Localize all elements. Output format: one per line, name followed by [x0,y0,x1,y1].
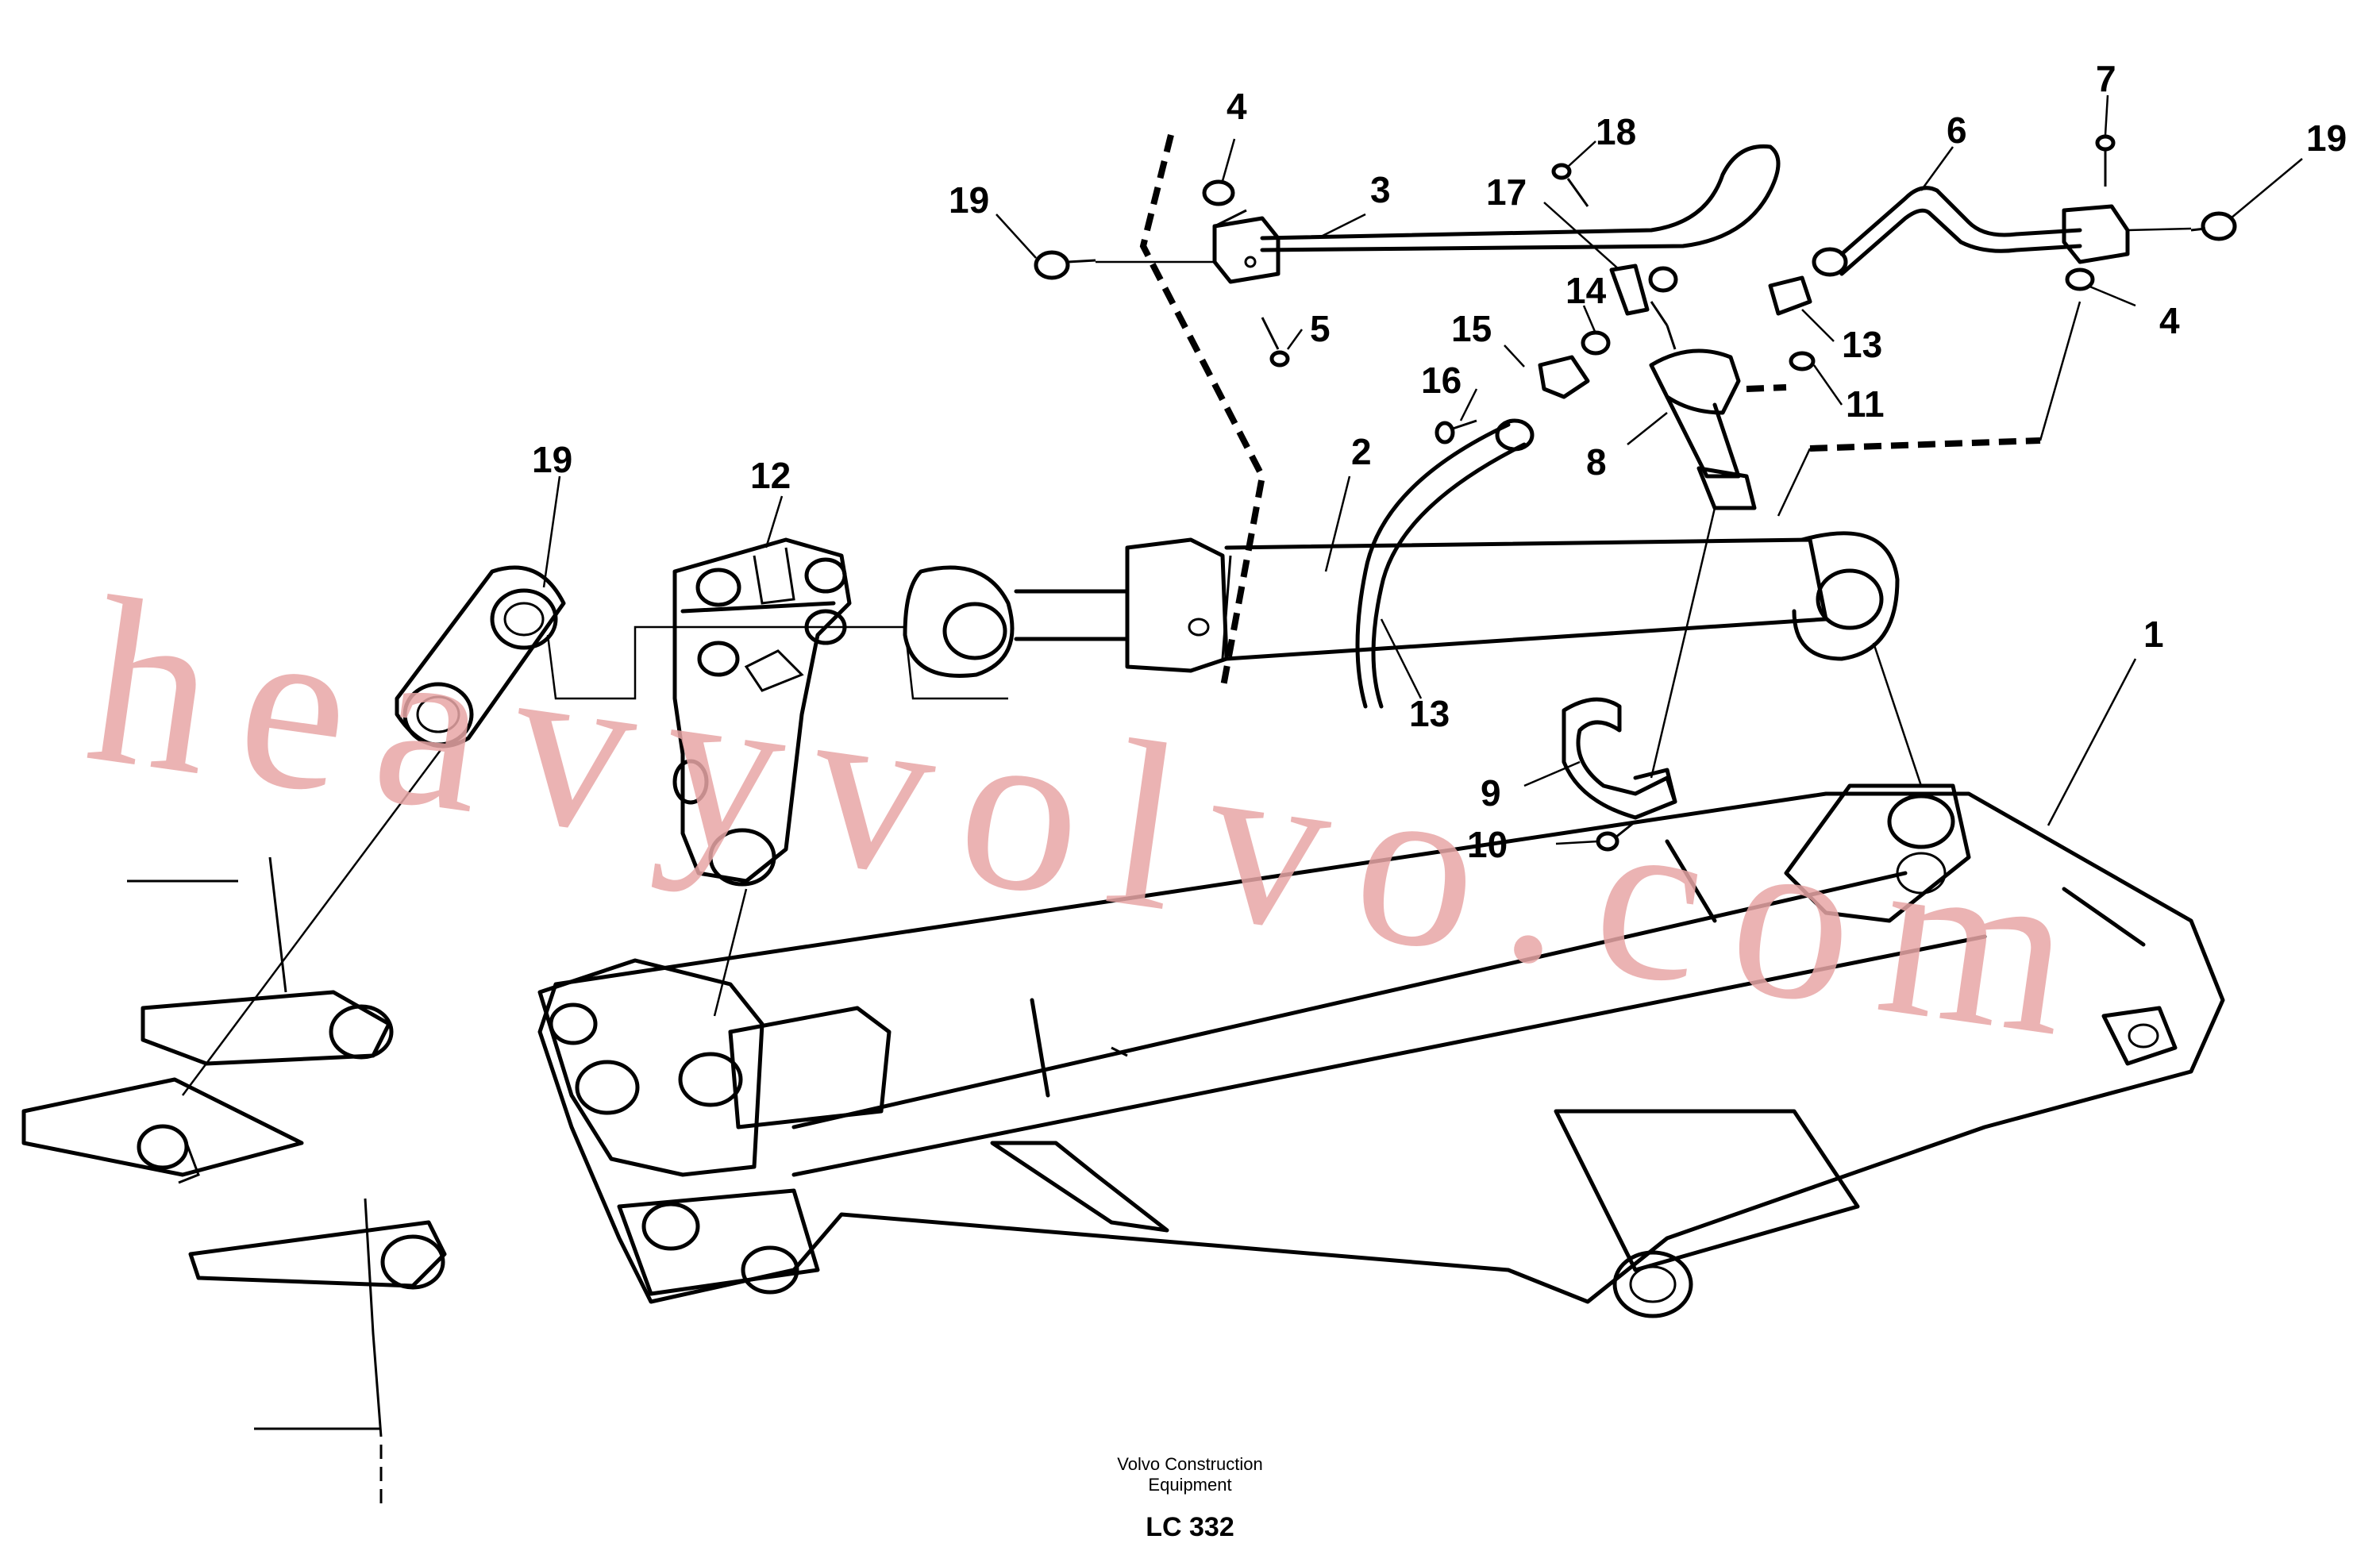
callout-6: 6 [1947,110,1967,151]
clamp-8 [1648,266,1757,510]
figure-code: LC 332 [1146,1512,1234,1542]
watermark: heavyvolvo.com [75,547,2118,1090]
callout-8: 8 [1586,441,1607,483]
callout-13-lower: 13 [1409,693,1450,734]
callout-13-upper: 13 [1842,324,1882,365]
footer-company: Volvo Construction Equipment [0,1454,2380,1495]
callout-2: 2 [1351,431,1372,472]
callout-4-right: 4 [2159,300,2180,341]
callout-9: 9 [1481,772,1501,814]
footer-company-line2: Equipment [1148,1475,1232,1495]
callout-7: 7 [2096,58,2116,99]
hose-assembly [1355,330,1611,709]
callout-11: 11 [1846,383,1885,425]
callout-leaders [542,94,2303,845]
fasteners [1034,134,2237,852]
clamp-9 [1562,697,1677,820]
callout-labels: 1 2 3 4 4 5 6 7 8 9 10 11 12 13 13 14 15… [532,58,2347,865]
footer-company-line1: Volvo Construction [1117,1454,1263,1474]
callout-10: 10 [1467,824,1508,865]
link-plate-left [395,565,566,748]
callout-12: 12 [750,455,791,496]
callout-19-right: 19 [2306,117,2347,159]
callout-3: 3 [1370,169,1391,210]
pipe-3 [1212,144,1781,284]
lower-left-assembly [21,856,447,1508]
pipe-6 [1768,186,2130,316]
callout-4-left: 4 [1227,86,1247,127]
callout-19-top-left: 19 [949,179,989,221]
callout-17: 17 [1486,171,1527,213]
callout-14: 14 [1565,270,1607,311]
hydraulic-cylinder [903,531,1900,678]
callout-18: 18 [1596,111,1636,152]
callout-16: 16 [1421,360,1462,401]
callout-15: 15 [1451,308,1492,349]
boom-arm-body [537,783,2225,1318]
callout-5: 5 [1310,308,1331,349]
reference-lines [181,134,2192,1096]
callout-1: 1 [2143,614,2164,655]
callout-19-left: 19 [532,439,572,480]
